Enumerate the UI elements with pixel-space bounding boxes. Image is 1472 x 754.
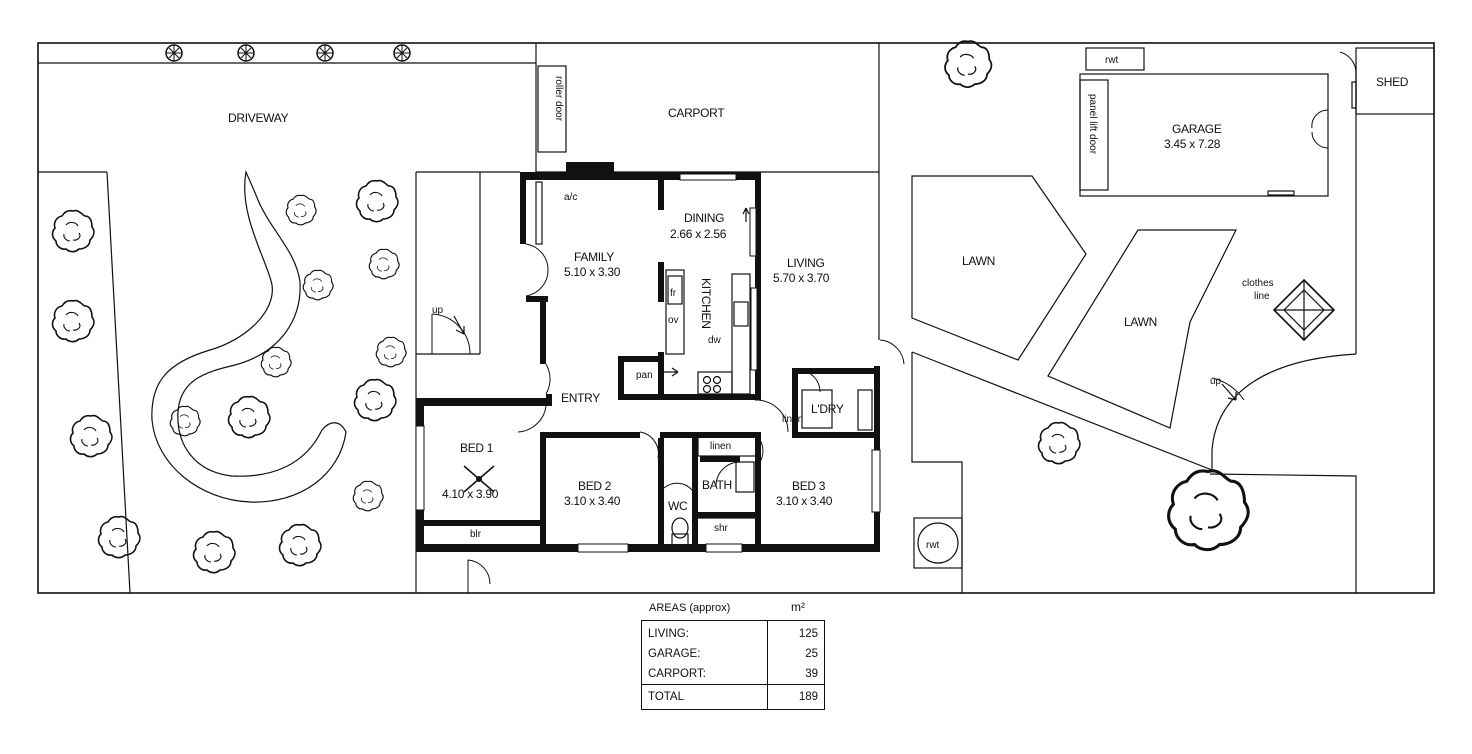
carport-label: CARPORT — [668, 106, 725, 120]
up-label-right: up — [1210, 376, 1222, 387]
oven-label: ov — [668, 315, 679, 326]
kitchen-fittings — [665, 269, 751, 395]
clothes-line-label-2: line — [1254, 291, 1270, 302]
clothes-line-icon — [1272, 278, 1336, 342]
table-row: CARPORT: 39 — [642, 664, 825, 685]
area-value: 25 — [767, 644, 825, 664]
ceiling-fan-icon — [463, 465, 495, 493]
bath-fittings — [671, 389, 833, 539]
ac-label: a/c — [564, 192, 577, 203]
linen-label-2: linen — [782, 414, 803, 425]
wc-label: WC — [668, 499, 688, 513]
total-value: 189 — [767, 684, 825, 710]
table-row: GARAGE: 25 — [642, 644, 825, 664]
carport-outline — [415, 43, 880, 593]
laundry-label: L'DRY — [811, 402, 844, 416]
rwt-label-top: rwt — [1105, 55, 1119, 66]
bed3-size: 3.10 x 3.40 — [776, 494, 833, 508]
pantry-label: pan — [636, 370, 653, 381]
total-label: TOTAL — [641, 684, 768, 710]
bed1-name: BED 1 — [460, 441, 494, 455]
area-label: LIVING: — [648, 628, 689, 640]
garage-name: GARAGE — [1172, 122, 1222, 136]
lawn-label-1: LAWN — [962, 254, 995, 268]
areas-table: AREAS (approx) m² LIVING: 125 GARAGE: 25… — [641, 598, 827, 710]
bath-label: BATH — [702, 478, 732, 492]
shower-label: shr — [714, 523, 729, 534]
dishwasher-label: dw — [708, 335, 722, 346]
family-size: 5.10 x 3.30 — [564, 265, 621, 279]
up-label-left: up — [432, 305, 444, 316]
entry-label: ENTRY — [561, 391, 600, 405]
bed2-size: 3.10 x 3.40 — [564, 494, 621, 508]
fridge-label: fr — [670, 288, 677, 299]
plan-labels: DRIVEWAY CARPORT roller door a/c FAMILY … — [228, 55, 1409, 551]
living-size: 5.70 x 3.70 — [773, 271, 830, 285]
area-value: 39 — [767, 664, 825, 685]
garden-bed-outline — [151, 169, 347, 503]
clothes-line-label-1: clothes — [1242, 278, 1274, 289]
dining-size: 2.66 x 2.56 — [670, 227, 727, 241]
garage-size: 3.45 x 7.28 — [1164, 137, 1221, 151]
bed2-name: BED 2 — [578, 479, 612, 493]
bed3-name: BED 3 — [792, 479, 826, 493]
yard-outline — [911, 47, 1435, 593]
driveway-label: DRIVEWAY — [228, 111, 289, 125]
linen-label-1: linen — [710, 441, 731, 452]
areas-unit: m² — [791, 600, 805, 614]
roller-door-label: roller door — [553, 76, 564, 122]
arrow-icon — [453, 207, 1237, 401]
bed1-size: 4.10 x 3.90 — [442, 487, 499, 501]
lawn-label-2: LAWN — [1124, 315, 1157, 329]
shed-label: SHED — [1376, 75, 1409, 89]
table-row-total: TOTAL 189 — [641, 684, 825, 710]
doors-windows — [415, 173, 905, 593]
area-label: CARPORT: — [648, 668, 706, 680]
area-label: GARAGE: — [648, 648, 701, 660]
site-boundary — [37, 42, 1435, 594]
living-name: LIVING — [787, 256, 825, 270]
family-name: FAMILY — [574, 250, 614, 264]
table-row: LIVING: 125 — [642, 620, 825, 644]
rwt-label-bottom: rwt — [926, 540, 940, 551]
panel-lift-door-label: panel lift door — [1087, 94, 1098, 155]
blr-label: blr — [470, 529, 482, 540]
kitchen-label: KITCHEN — [699, 278, 713, 329]
dining-name: DINING — [684, 211, 724, 225]
area-value: 125 — [767, 620, 825, 644]
areas-title: AREAS (approx) — [649, 602, 731, 614]
